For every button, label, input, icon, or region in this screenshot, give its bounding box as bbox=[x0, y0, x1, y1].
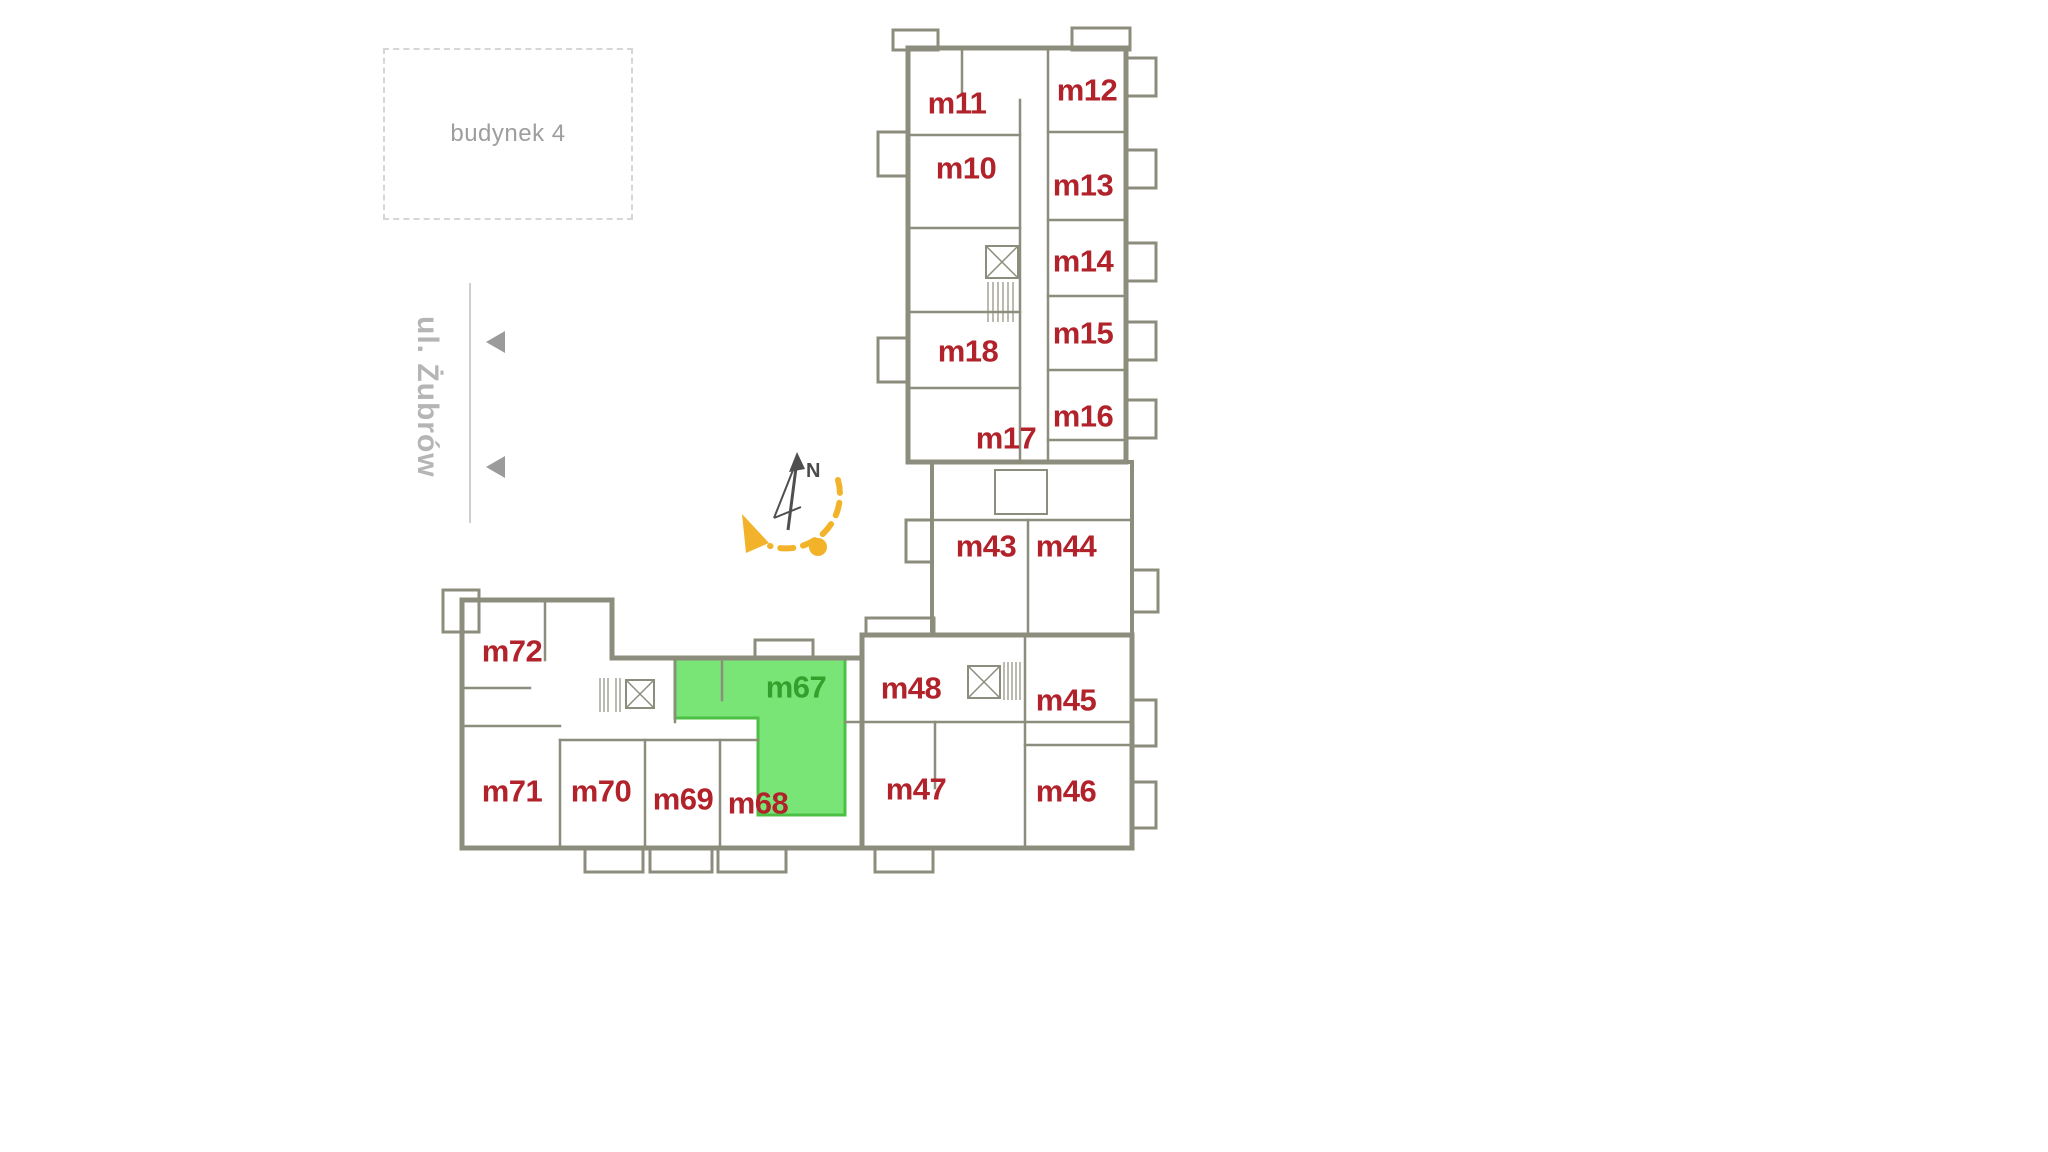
stair-hatch-icon bbox=[1003, 662, 1021, 700]
unit-label-m71[interactable]: m71 bbox=[481, 773, 543, 809]
walls bbox=[441, 26, 1160, 874]
unit-label-m17[interactable]: m17 bbox=[975, 420, 1037, 456]
elevator-shaft-icon bbox=[967, 665, 1001, 699]
unit-label-m10[interactable]: m10 bbox=[935, 150, 997, 186]
unit-label-m72[interactable]: m72 bbox=[481, 633, 543, 669]
unit-label-m44[interactable]: m44 bbox=[1035, 528, 1097, 564]
unit-label-m48[interactable]: m48 bbox=[880, 670, 942, 706]
unit-label-m12[interactable]: m12 bbox=[1056, 72, 1118, 108]
unit-label-m13[interactable]: m13 bbox=[1052, 167, 1114, 203]
unit-label-m45[interactable]: m45 bbox=[1035, 682, 1097, 718]
street-arrow-icon[interactable] bbox=[486, 456, 505, 478]
rotation-arrow-icon[interactable] bbox=[742, 477, 843, 556]
unit-label-m43[interactable]: m43 bbox=[955, 528, 1017, 564]
street-arrow-icon[interactable] bbox=[486, 331, 505, 353]
unit-label-m69[interactable]: m69 bbox=[652, 781, 714, 817]
unit-label-m18[interactable]: m18 bbox=[937, 333, 999, 369]
unit-label-m47[interactable]: m47 bbox=[885, 771, 947, 807]
unit-label-m46[interactable]: m46 bbox=[1035, 773, 1097, 809]
elevator-shaft-icon bbox=[625, 679, 655, 709]
street-name-label: ul. Żubrów bbox=[411, 316, 444, 478]
elevator-shaft-icon bbox=[985, 245, 1019, 279]
unit-label-m68[interactable]: m68 bbox=[727, 785, 789, 821]
building-4-label: budynek 4 bbox=[450, 120, 566, 147]
compass-north-label: N bbox=[806, 460, 820, 482]
building-4-box[interactable]: budynek 4 bbox=[383, 48, 633, 220]
street-markers bbox=[469, 283, 505, 523]
unit-label-m14[interactable]: m14 bbox=[1052, 243, 1114, 279]
unit-label-m67[interactable]: m67 bbox=[765, 669, 827, 705]
unit-label-m15[interactable]: m15 bbox=[1052, 315, 1114, 351]
unit-label-m70[interactable]: m70 bbox=[570, 773, 632, 809]
stair-hatch-icon bbox=[599, 678, 621, 712]
unit-label-m11[interactable]: m11 bbox=[927, 85, 987, 121]
unit-label-m16[interactable]: m16 bbox=[1052, 398, 1114, 434]
compass-icon: N bbox=[773, 452, 820, 531]
elevator-stairs bbox=[599, 245, 1021, 712]
stair-hatch-icon bbox=[987, 282, 1014, 322]
